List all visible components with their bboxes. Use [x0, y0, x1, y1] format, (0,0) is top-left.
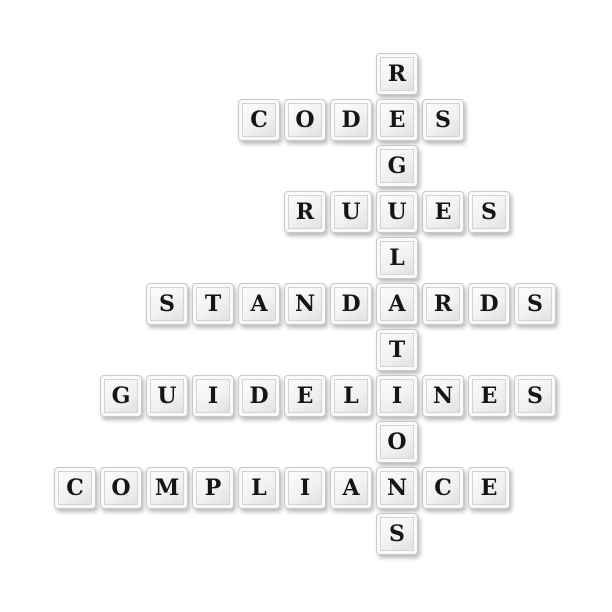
tile-guidelines-10: S: [514, 375, 556, 417]
tile-letter: G: [387, 153, 407, 179]
tile-codes-1: C: [238, 99, 280, 141]
tile-guidelines-3: I: [192, 375, 234, 417]
tile-letter: C: [434, 475, 452, 501]
tile-letter: I: [391, 383, 403, 409]
tile-codes-3: D: [330, 99, 372, 141]
tile-letter: C: [250, 107, 268, 133]
tile-guidelines-4: D: [238, 375, 280, 417]
tile-letter: U: [157, 383, 177, 409]
tile-letter: M: [154, 475, 180, 501]
tile-guidelines-2: U: [146, 375, 188, 417]
tile-letter: D: [479, 291, 499, 317]
tile-compliance-10: E: [468, 467, 510, 509]
tile-regulations-2: E: [376, 99, 418, 141]
tile-rules-5: S: [468, 191, 510, 233]
tile-letter: D: [249, 383, 269, 409]
tile-letter: E: [434, 199, 452, 225]
tile-letter: S: [389, 521, 405, 547]
tile-letter: A: [250, 291, 268, 317]
tile-letter: T: [388, 337, 406, 363]
tile-standards-1: S: [146, 283, 188, 325]
tile-compliance-3: M: [146, 467, 188, 509]
tile-regulations-8: I: [376, 375, 418, 417]
tile-letter: R: [295, 199, 315, 225]
tile-compliance-6: I: [284, 467, 326, 509]
tile-standards-9: S: [514, 283, 556, 325]
tile-letter: N: [294, 291, 316, 317]
tile-letter: O: [387, 429, 407, 455]
tile-letter: G: [111, 383, 131, 409]
tile-letter: E: [480, 383, 498, 409]
tile-guidelines-8: N: [422, 375, 464, 417]
tile-compliance-1: C: [54, 467, 96, 509]
tile-guidelines-5: E: [284, 375, 326, 417]
tile-compliance-7: A: [330, 467, 372, 509]
tile-letter: S: [527, 291, 543, 317]
tile-rules-1: R: [284, 191, 326, 233]
tile-letter: L: [251, 475, 267, 501]
tile-standards-3: A: [238, 283, 280, 325]
tile-codes-5: S: [422, 99, 464, 141]
tile-letter: L: [343, 383, 359, 409]
tile-compliance-2: O: [100, 467, 142, 509]
tile-compliance-5: L: [238, 467, 280, 509]
tile-letter: E: [388, 107, 406, 133]
tile-letter: O: [111, 475, 131, 501]
tile-letter: S: [435, 107, 451, 133]
tile-regulations-11: S: [376, 513, 418, 555]
tile-rules-4: E: [422, 191, 464, 233]
tile-letter: D: [341, 107, 361, 133]
tile-regulations-3: G: [376, 145, 418, 187]
tile-letter: N: [386, 475, 408, 501]
tile-letter: C: [66, 475, 84, 501]
tile-letter: R: [433, 291, 453, 317]
tile-standards-7: R: [422, 283, 464, 325]
tile-rules-2: U: [330, 191, 372, 233]
tile-letter: L: [389, 245, 405, 271]
tile-regulations-4: U: [376, 191, 418, 233]
tile-letter: A: [342, 475, 360, 501]
tile-guidelines-1: G: [100, 375, 142, 417]
tile-codes-2: O: [284, 99, 326, 141]
tile-letter: U: [341, 199, 361, 225]
tile-letter: T: [204, 291, 222, 317]
tile-standards-8: D: [468, 283, 510, 325]
tile-letter: U: [387, 199, 407, 225]
tile-guidelines-6: L: [330, 375, 372, 417]
tile-letter: I: [207, 383, 219, 409]
tile-guidelines-9: E: [468, 375, 510, 417]
tile-regulations-7: T: [376, 329, 418, 371]
tile-compliance-9: C: [422, 467, 464, 509]
tile-regulations-9: O: [376, 421, 418, 463]
tile-letter: I: [299, 475, 311, 501]
tile-regulations-6: A: [376, 283, 418, 325]
tile-regulations-10: N: [376, 467, 418, 509]
tile-letter: E: [296, 383, 314, 409]
tile-standards-5: D: [330, 283, 372, 325]
tile-letter: S: [481, 199, 497, 225]
tile-letter: N: [432, 383, 454, 409]
tile-letter: P: [204, 475, 222, 501]
tile-letter: S: [527, 383, 543, 409]
tile-standards-4: N: [284, 283, 326, 325]
tile-letter: E: [480, 475, 498, 501]
tile-letter: R: [387, 61, 407, 87]
tile-standards-2: T: [192, 283, 234, 325]
tile-letter: A: [388, 291, 406, 317]
tile-compliance-4: P: [192, 467, 234, 509]
tile-letter: O: [295, 107, 315, 133]
tile-regulations-1: R: [376, 53, 418, 95]
tile-letter: D: [341, 291, 361, 317]
tile-regulations-5: L: [376, 237, 418, 279]
tile-letter: S: [159, 291, 175, 317]
